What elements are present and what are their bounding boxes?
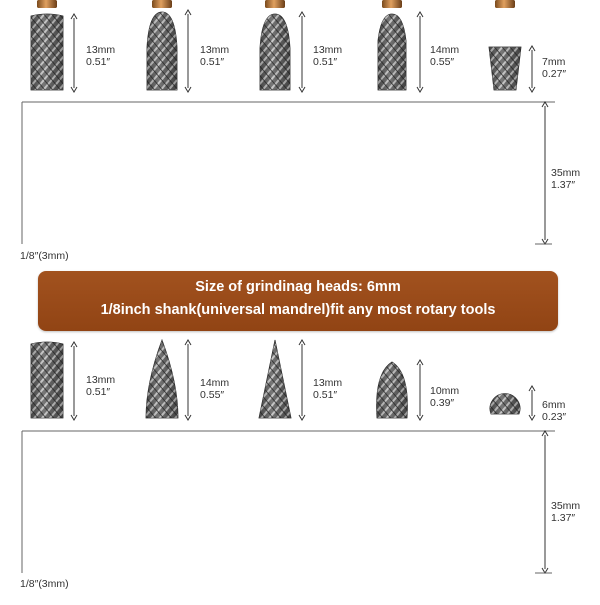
flute-crosscut (490, 393, 520, 414)
flute-crosscut (146, 340, 178, 418)
braze-band (265, 0, 285, 8)
braze-band (152, 0, 172, 8)
arrowhead (184, 339, 192, 346)
arrowhead (184, 86, 192, 93)
braze-band (37, 0, 57, 8)
arrowhead (541, 101, 549, 108)
arrowhead (184, 9, 192, 16)
arrowhead (298, 414, 306, 421)
arrowhead (70, 341, 78, 348)
flute-crosscut (31, 342, 63, 418)
arrowhead (70, 414, 78, 421)
arrowhead (528, 385, 536, 392)
flute-crosscut (147, 12, 177, 90)
arrowhead (416, 86, 424, 93)
arrowhead (298, 86, 306, 93)
shank-diameter-label: 1/8″(3mm) (20, 250, 69, 262)
flute-crosscut (378, 14, 406, 90)
arrowhead (416, 414, 424, 421)
flute-crosscut (260, 14, 290, 90)
arrowhead (416, 11, 424, 18)
arrowhead (70, 86, 78, 93)
arrowhead (184, 414, 192, 421)
flute-crosscut (489, 47, 521, 90)
arrowhead (416, 359, 424, 366)
banner-head-size-text: Size of grindinag heads: 6mm (195, 279, 401, 295)
info-banner: Size of grindinag heads: 6mm 1/8inch sha… (38, 271, 558, 331)
braze-band (495, 0, 515, 8)
braze-band (382, 0, 402, 8)
flute-crosscut (259, 340, 291, 418)
arrowhead (541, 430, 549, 437)
arrowhead (298, 339, 306, 346)
flute-crosscut (376, 362, 408, 418)
banner-shank-text: 1/8inch shank(universal mandrel)fit any … (100, 302, 496, 318)
arrowhead (70, 13, 78, 20)
arrowhead (298, 11, 306, 18)
bits-layer (21, 0, 555, 574)
arrowhead (528, 45, 536, 52)
arrowhead (528, 86, 536, 93)
arrowhead (528, 414, 536, 421)
shank-diameter-label: 1/8″(3mm) (20, 578, 69, 590)
flute-crosscut (31, 14, 63, 90)
